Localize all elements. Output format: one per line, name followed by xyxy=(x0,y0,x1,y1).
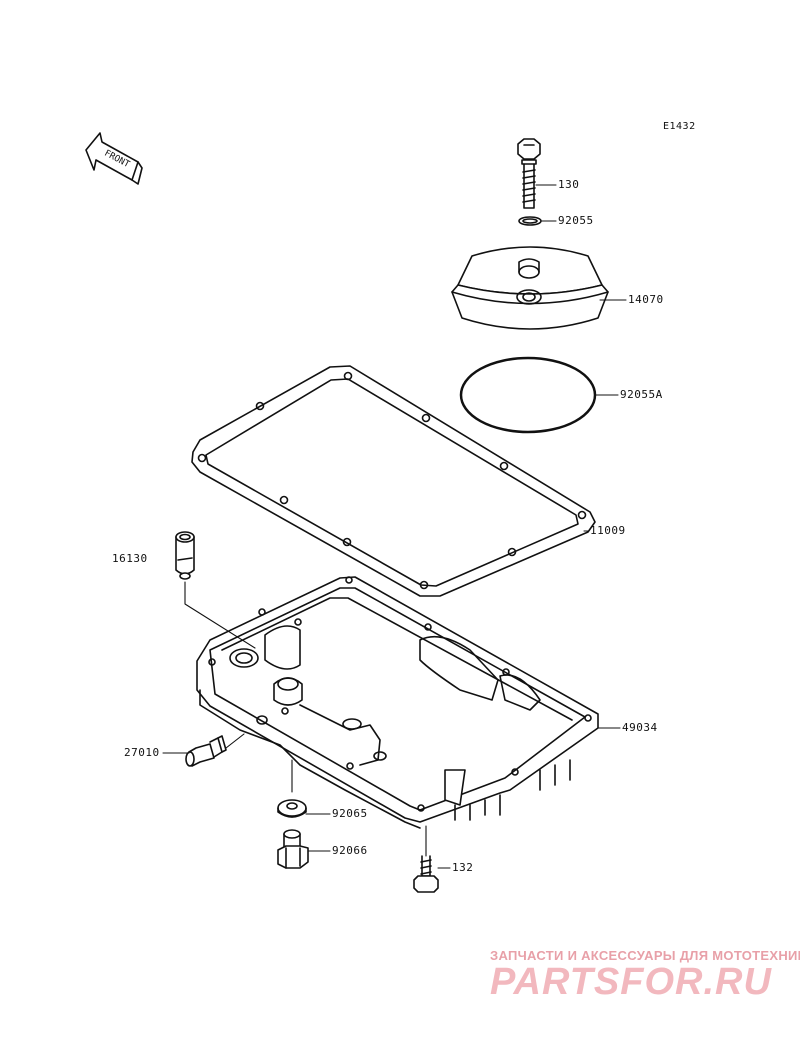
switch-27010 xyxy=(185,735,227,767)
bolt-130 xyxy=(517,138,541,209)
plug-16130 xyxy=(175,531,195,580)
part-label-92055: 92055 xyxy=(558,214,594,227)
part-label-16130: 16130 xyxy=(112,552,148,565)
part-label-132: 132 xyxy=(452,861,474,874)
drain-plug-92066 xyxy=(277,829,309,869)
part-label-92066: 92066 xyxy=(332,844,368,857)
bolt-132 xyxy=(413,855,439,893)
watermark-logo: PARTSFOR.RU xyxy=(490,961,772,1003)
front-arrow-icon: FRONT xyxy=(85,132,143,185)
leader-lines xyxy=(162,184,627,869)
watermark-tagline: ЗАПЧАСТИ И АКСЕССУАРЫ ДЛЯ МОТОТЕХНИКИ xyxy=(490,948,800,963)
part-label-92055a: 92055A xyxy=(620,388,663,401)
diagram-code: E1432 xyxy=(663,121,696,132)
part-label-11009: 11009 xyxy=(590,524,626,537)
oil-pan-49034 xyxy=(196,576,599,829)
part-label-14070: 14070 xyxy=(628,293,664,306)
washer-92065 xyxy=(277,799,307,818)
part-label-92065: 92065 xyxy=(332,807,368,820)
o-ring-92055a xyxy=(459,356,597,434)
gasket-11009 xyxy=(191,365,596,597)
part-label-49034: 49034 xyxy=(622,721,658,734)
cover-14070 xyxy=(451,246,609,330)
o-ring-92055 xyxy=(518,216,542,226)
part-label-130: 130 xyxy=(558,178,580,191)
part-label-27010: 27010 xyxy=(124,746,160,759)
